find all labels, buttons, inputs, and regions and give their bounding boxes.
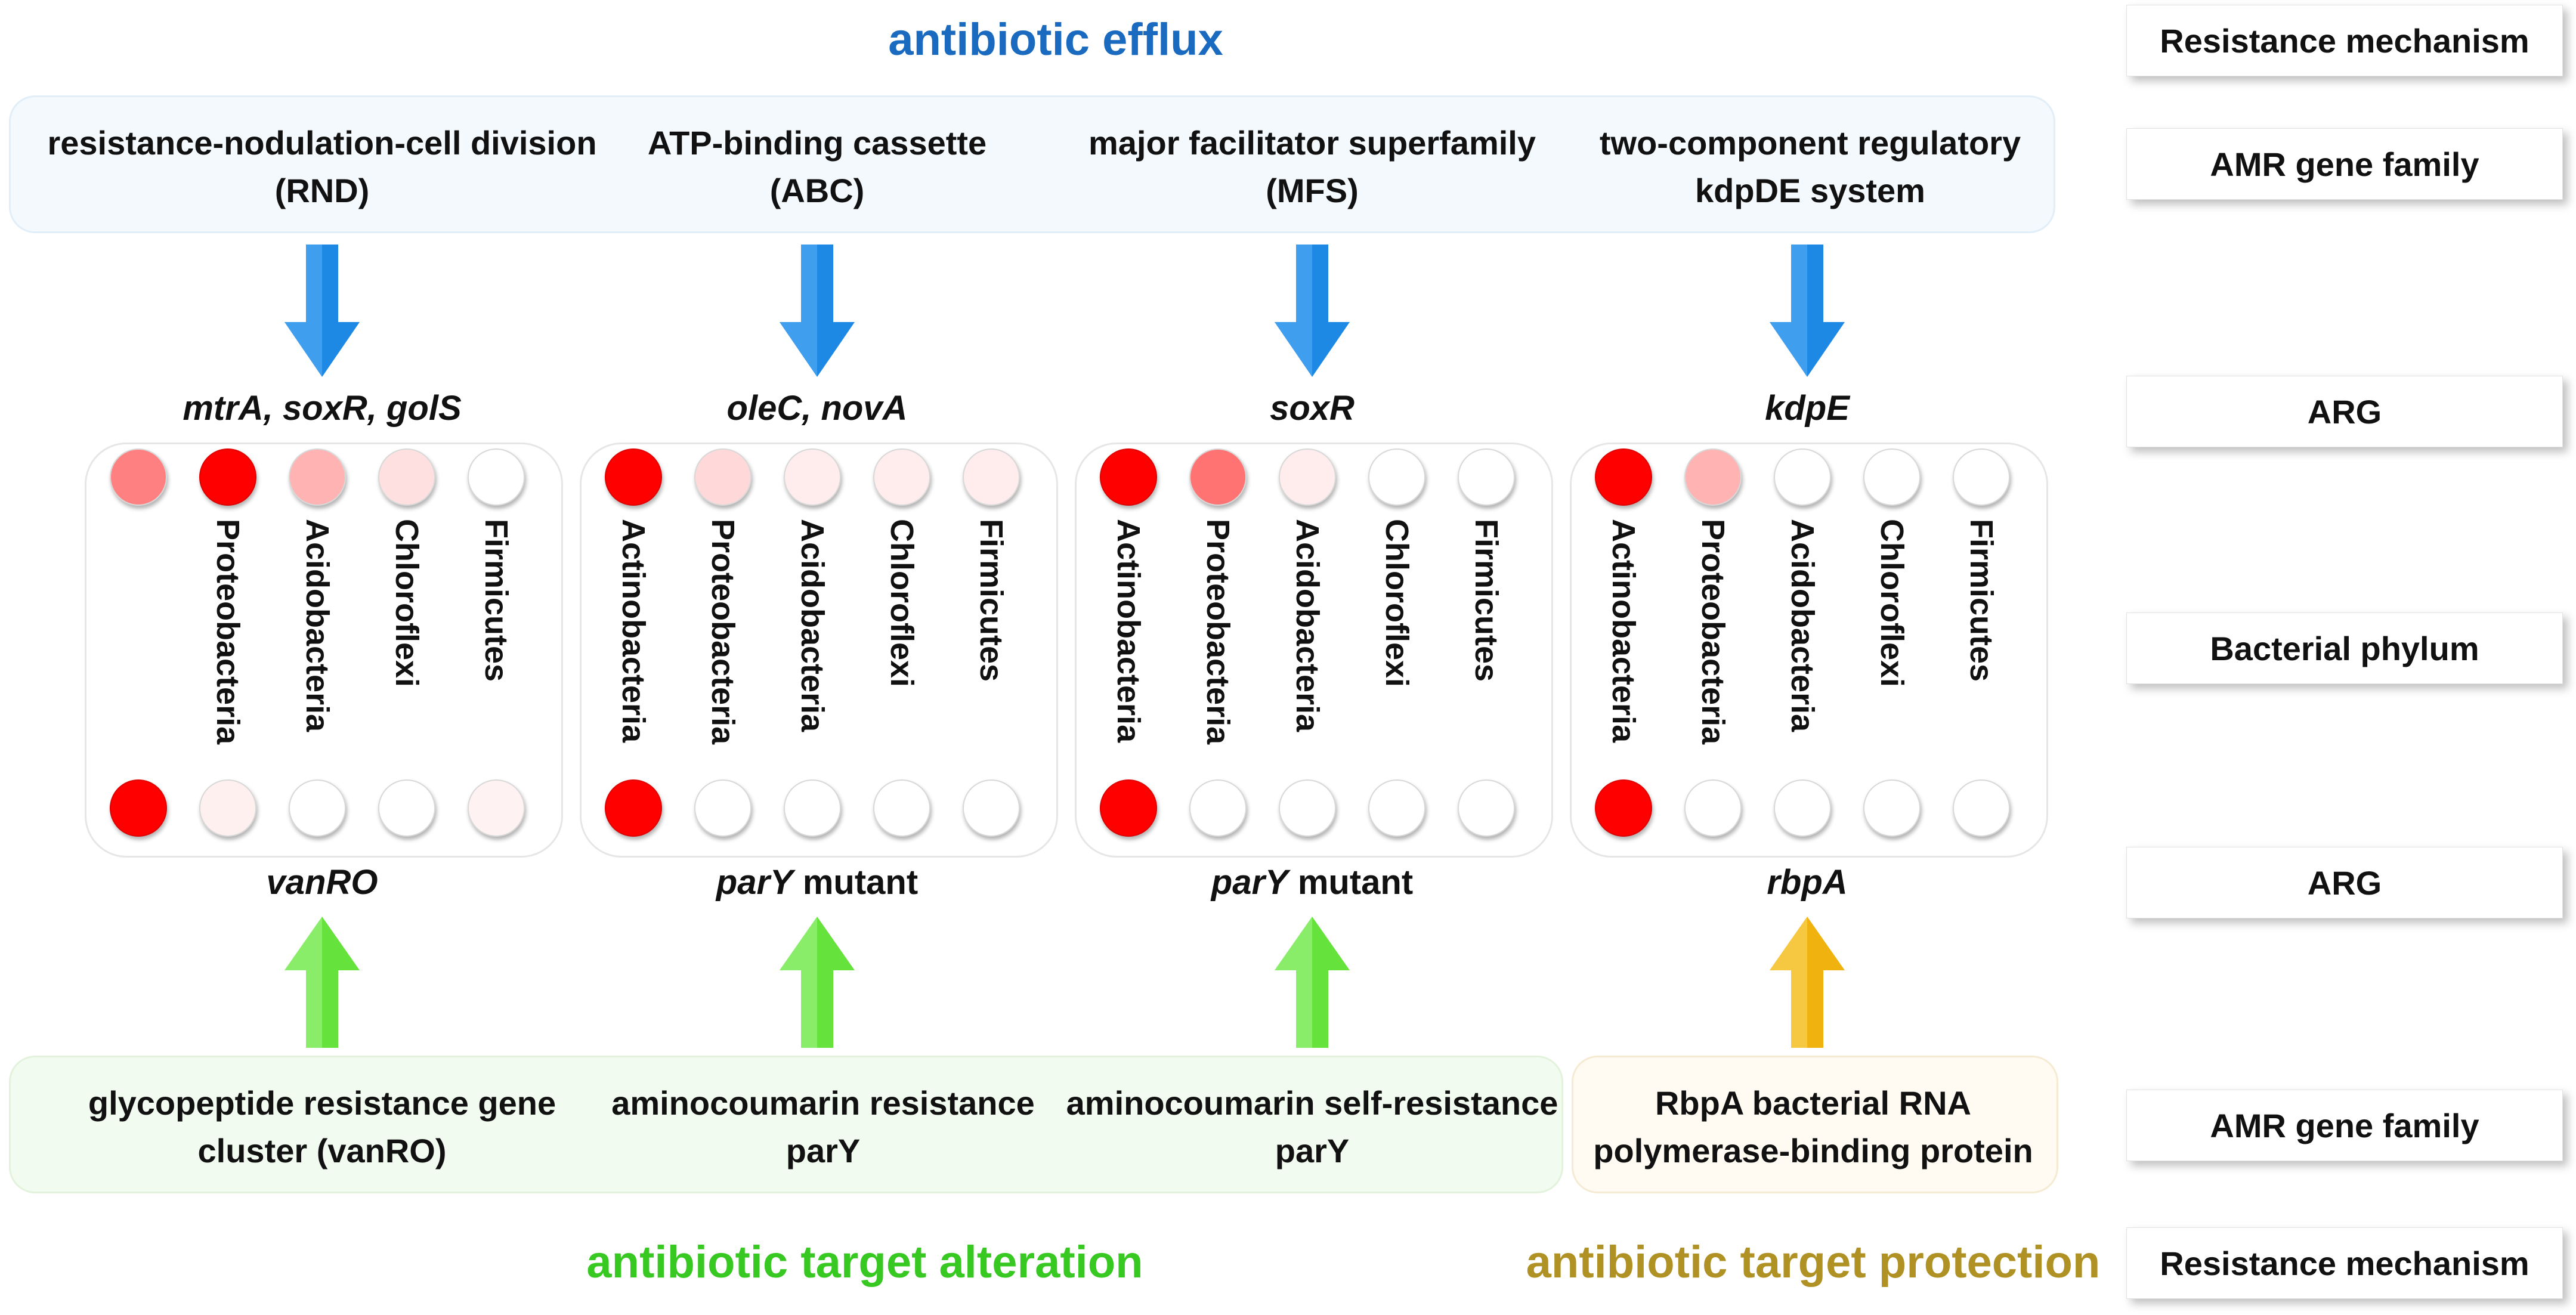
phylum-label: Firmicutes xyxy=(478,519,514,682)
top-family-mfs: major facilitator superfamily(MFS) xyxy=(1088,124,1536,209)
phylum-top-dot xyxy=(1953,448,2010,506)
phylum-bottom-dot xyxy=(1458,779,1515,837)
phylum-label: Acidobacteria xyxy=(1289,519,1325,732)
phylum-top-dot xyxy=(1458,448,1515,506)
phylum-label: Acidobacteria xyxy=(299,519,335,732)
phylum-bottom-dot xyxy=(1189,779,1247,837)
phylum-label: Firmicutes xyxy=(1468,519,1504,682)
phylum-top-dot xyxy=(963,448,1020,506)
phylum-bottom-dot xyxy=(1953,779,2010,837)
phylum-bottom-dot xyxy=(1368,779,1425,837)
phylum-label: Proteobacteria xyxy=(705,519,741,745)
up-arrow-icon xyxy=(1275,917,1350,1048)
side-label-amr-gene-family-bottom: AMR gene family xyxy=(2126,1090,2563,1161)
phylum-top-dot xyxy=(605,448,662,506)
phylum-top-dot xyxy=(1100,448,1157,506)
phylum-top-dot xyxy=(1863,448,1921,506)
phylum-label: Chloroflexi xyxy=(389,519,425,688)
phylum-label: Acidobacteria xyxy=(794,519,830,732)
bottom-arg-4: rbpA xyxy=(1767,863,1848,902)
phylum-top-dot xyxy=(468,448,525,506)
top-arg-3: soxR xyxy=(1270,389,1355,428)
phylum-top-dot xyxy=(1774,448,1831,506)
phylum-label: Proteobacteria xyxy=(1695,519,1731,745)
top-arg-4: kdpE xyxy=(1765,389,1850,428)
phylum-bottom-dot xyxy=(963,779,1020,837)
down-arrow-icon xyxy=(1275,245,1350,377)
phylum-bottom-dot xyxy=(1279,779,1336,837)
top-family-rnd: resistance-nodulation-cell division(RND) xyxy=(47,124,597,209)
phylum-label: Chloroflexi xyxy=(884,519,920,688)
phylum-bottom-dot xyxy=(784,779,841,837)
side-label-amr-gene-family-top: AMR gene family xyxy=(2126,128,2563,200)
side-label-resistance-mechanism-top: Resistance mechanism xyxy=(2126,5,2563,76)
phylum-bottom-dot xyxy=(1774,779,1831,837)
phylum-bottom-dot xyxy=(694,779,752,837)
phylum-bottom-dot xyxy=(378,779,435,837)
phylum-label: Chloroflexi xyxy=(1379,519,1415,688)
phylum-top-dot xyxy=(1595,448,1652,506)
up-arrow-icon xyxy=(284,917,360,1048)
phylum-bottom-dot xyxy=(468,779,525,837)
up-arrow-icon xyxy=(1770,917,1845,1048)
side-label-bacterial-phylum: Bacterial phylum xyxy=(2126,612,2563,684)
phylum-bottom-dot xyxy=(873,779,930,837)
phylum-bottom-dot xyxy=(289,779,346,837)
side-label-arg-top: ARG xyxy=(2126,376,2563,447)
phylum-top-dot xyxy=(378,448,435,506)
bottom-arg-2: parY mutant xyxy=(716,863,919,902)
phylum-label: Firmicutes xyxy=(1963,519,1999,682)
up-arrow-icon xyxy=(780,917,855,1048)
phylum-top-dot xyxy=(1684,448,1742,506)
phylum-label: Actinobacteria xyxy=(616,519,651,743)
down-arrow-icon xyxy=(284,245,360,377)
phylum-bottom-dot xyxy=(199,779,256,837)
mechanism-antibiotic-target-alteration: antibiotic target alteration xyxy=(586,1237,1143,1288)
phylum-bottom-dot xyxy=(1863,779,1921,837)
phylum-label: Proteobacteria xyxy=(1200,519,1236,745)
phylum-label: Acidobacteria xyxy=(1785,519,1820,732)
target-protection-family-panel xyxy=(1572,1056,2058,1193)
phylum-label: Firmicutes xyxy=(973,519,1009,682)
phylum-top-dot xyxy=(1368,448,1425,506)
top-family-abc: ATP-binding cassette(ABC) xyxy=(647,124,987,209)
bottom-arg-1: vanRO xyxy=(266,863,378,902)
phylum-top-dot xyxy=(110,448,167,506)
phylum-top-dot xyxy=(1189,448,1247,506)
target-alteration-family-panel xyxy=(9,1056,1563,1193)
side-label-arg-bottom: ARG xyxy=(2126,847,2563,918)
mechanism-antibiotic-efflux: antibiotic efflux xyxy=(888,14,1223,65)
phylum-label: Actinobacteria xyxy=(1111,519,1146,743)
efflux-family-panel xyxy=(9,95,2055,233)
bottom-arg-3: parY mutant xyxy=(1211,863,1414,902)
phylum-bottom-dot xyxy=(1100,779,1157,837)
side-label-resistance-mechanism-bottom: Resistance mechanism xyxy=(2126,1227,2563,1299)
phylum-label: Chloroflexi xyxy=(1874,519,1910,688)
phylum-bottom-dot xyxy=(110,779,167,837)
phylum-bottom-dot xyxy=(1595,779,1652,837)
top-arg-1: mtrA, soxR, golS xyxy=(183,389,462,428)
phylum-label: Proteobacteria xyxy=(210,519,246,745)
phylum-top-dot xyxy=(289,448,346,506)
phylum-label: Actinobacteria xyxy=(1606,519,1641,743)
phylum-bottom-dot xyxy=(1684,779,1742,837)
down-arrow-icon xyxy=(1770,245,1845,377)
down-arrow-icon xyxy=(780,245,855,377)
phylum-top-dot xyxy=(199,448,256,506)
phylum-top-dot xyxy=(694,448,752,506)
phylum-top-dot xyxy=(784,448,841,506)
mechanism-antibiotic-target-protection: antibiotic target protection xyxy=(1526,1237,2101,1288)
phylum-top-dot xyxy=(1279,448,1336,506)
phylum-bottom-dot xyxy=(605,779,662,837)
phylum-top-dot xyxy=(873,448,930,506)
top-arg-2: oleC, novA xyxy=(726,389,908,428)
